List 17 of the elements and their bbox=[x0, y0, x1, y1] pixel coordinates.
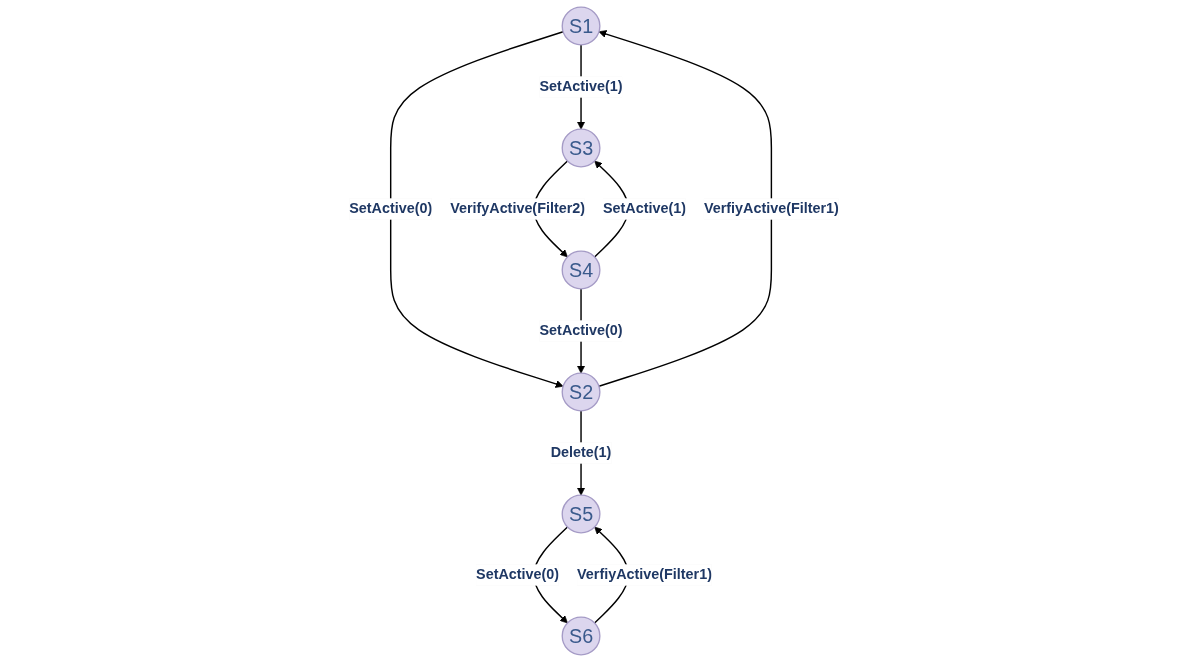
edge-label: SetActive(0) bbox=[540, 322, 624, 339]
edge-label: SetActive(1) bbox=[540, 78, 624, 95]
edge-label: Delete(1) bbox=[551, 444, 612, 461]
node-circle: S2 bbox=[562, 372, 601, 412]
arrow bbox=[390, 31, 565, 388]
edge-label: VerfiyActive(Filter1) bbox=[704, 200, 840, 217]
edge-label: VerfiyActive(Filter1) bbox=[577, 566, 713, 583]
edge-label: VerifyActive(Filter2) bbox=[450, 200, 586, 217]
edge-label: SetActive(0) bbox=[349, 200, 433, 217]
edge-label: SetActive(0) bbox=[476, 566, 560, 583]
node-circle: S4 bbox=[562, 250, 601, 290]
edge-label: SetActive(1) bbox=[603, 200, 687, 217]
node-circle: S3 bbox=[562, 128, 601, 168]
arrow bbox=[598, 30, 773, 387]
node-circle: S1 bbox=[562, 6, 601, 46]
node-circle: S5 bbox=[562, 494, 601, 534]
node-circle: S6 bbox=[562, 616, 601, 656]
